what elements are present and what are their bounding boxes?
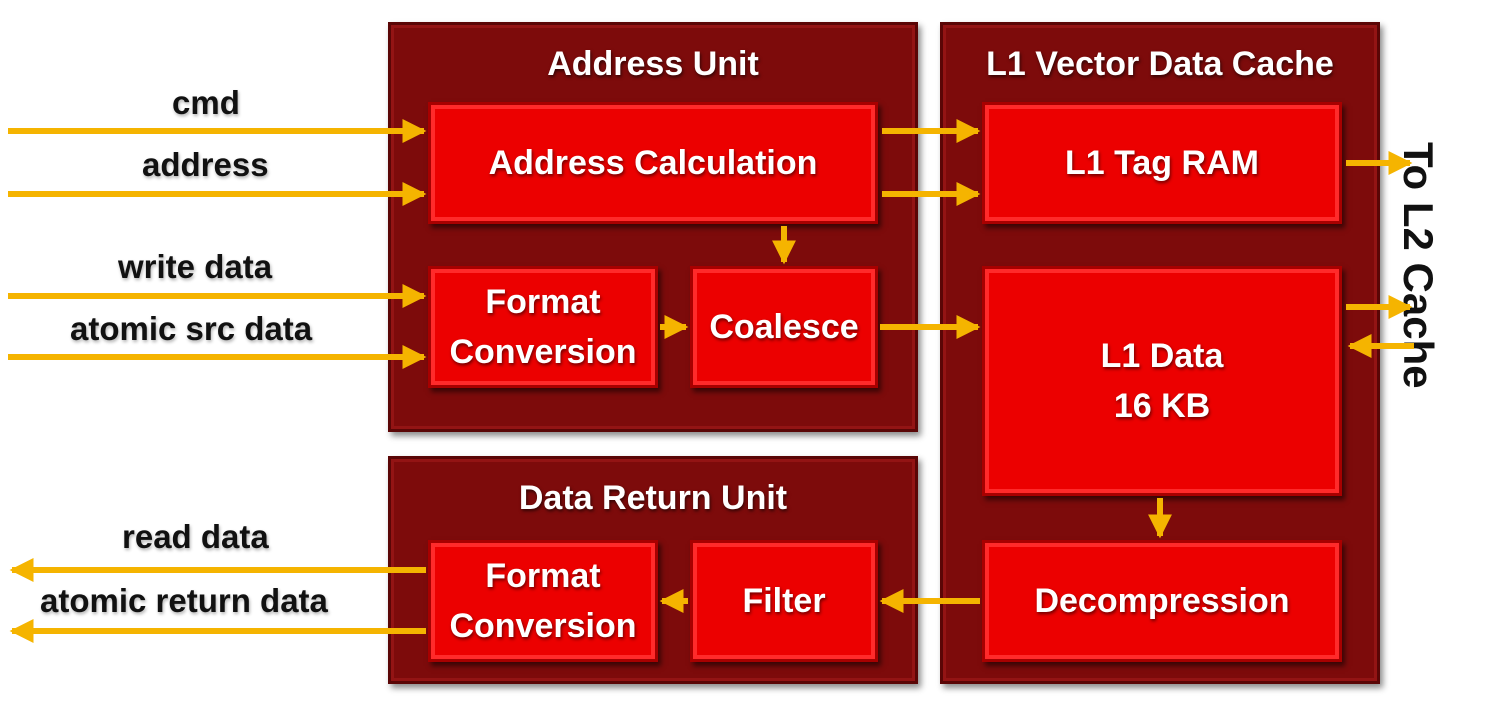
signal-atomic-return-data: atomic return data xyxy=(40,582,328,619)
address-calculation-label: Address Calculation xyxy=(488,144,818,182)
coalesce-block: Coalesce xyxy=(690,266,878,388)
l1-tag-ram-block: L1 Tag RAM xyxy=(982,102,1342,224)
format-conversion-out-block: Format Conversion xyxy=(428,540,658,662)
format-conversion-out-label-2: Conversion xyxy=(449,607,637,645)
decompression-block: Decompression xyxy=(982,540,1342,662)
format-conversion-in-block: Format Conversion xyxy=(428,266,658,388)
signal-cmd: cmd xyxy=(172,84,240,121)
format-conversion-in-label-2: Conversion xyxy=(449,333,637,371)
l1-cache-title: L1 Vector Data Cache xyxy=(986,45,1334,83)
filter-label: Filter xyxy=(742,582,826,620)
format-conversion-out-label-1: Format xyxy=(485,557,601,595)
l1-data-label-2: 16 KB xyxy=(1113,387,1211,425)
address-calculation-block: Address Calculation xyxy=(428,102,878,224)
address-unit-title: Address Unit xyxy=(547,45,759,83)
decompression-label: Decompression xyxy=(1034,582,1290,620)
l1-tag-ram-label: L1 Tag RAM xyxy=(1065,144,1259,182)
l1-data-label-1: L1 Data xyxy=(1100,337,1224,375)
format-conversion-in-label-1: Format xyxy=(485,283,601,321)
filter-block: Filter xyxy=(690,540,878,662)
coalesce-label: Coalesce xyxy=(709,308,859,346)
l1-data-block: L1 Data 16 KB xyxy=(982,266,1342,496)
signal-read-data: read data xyxy=(122,518,269,555)
signal-address: address xyxy=(142,146,269,183)
data-return-unit-title: Data Return Unit xyxy=(518,479,788,517)
signal-write-data: write data xyxy=(118,248,273,285)
signal-atomic-src-data: atomic src data xyxy=(70,310,313,347)
